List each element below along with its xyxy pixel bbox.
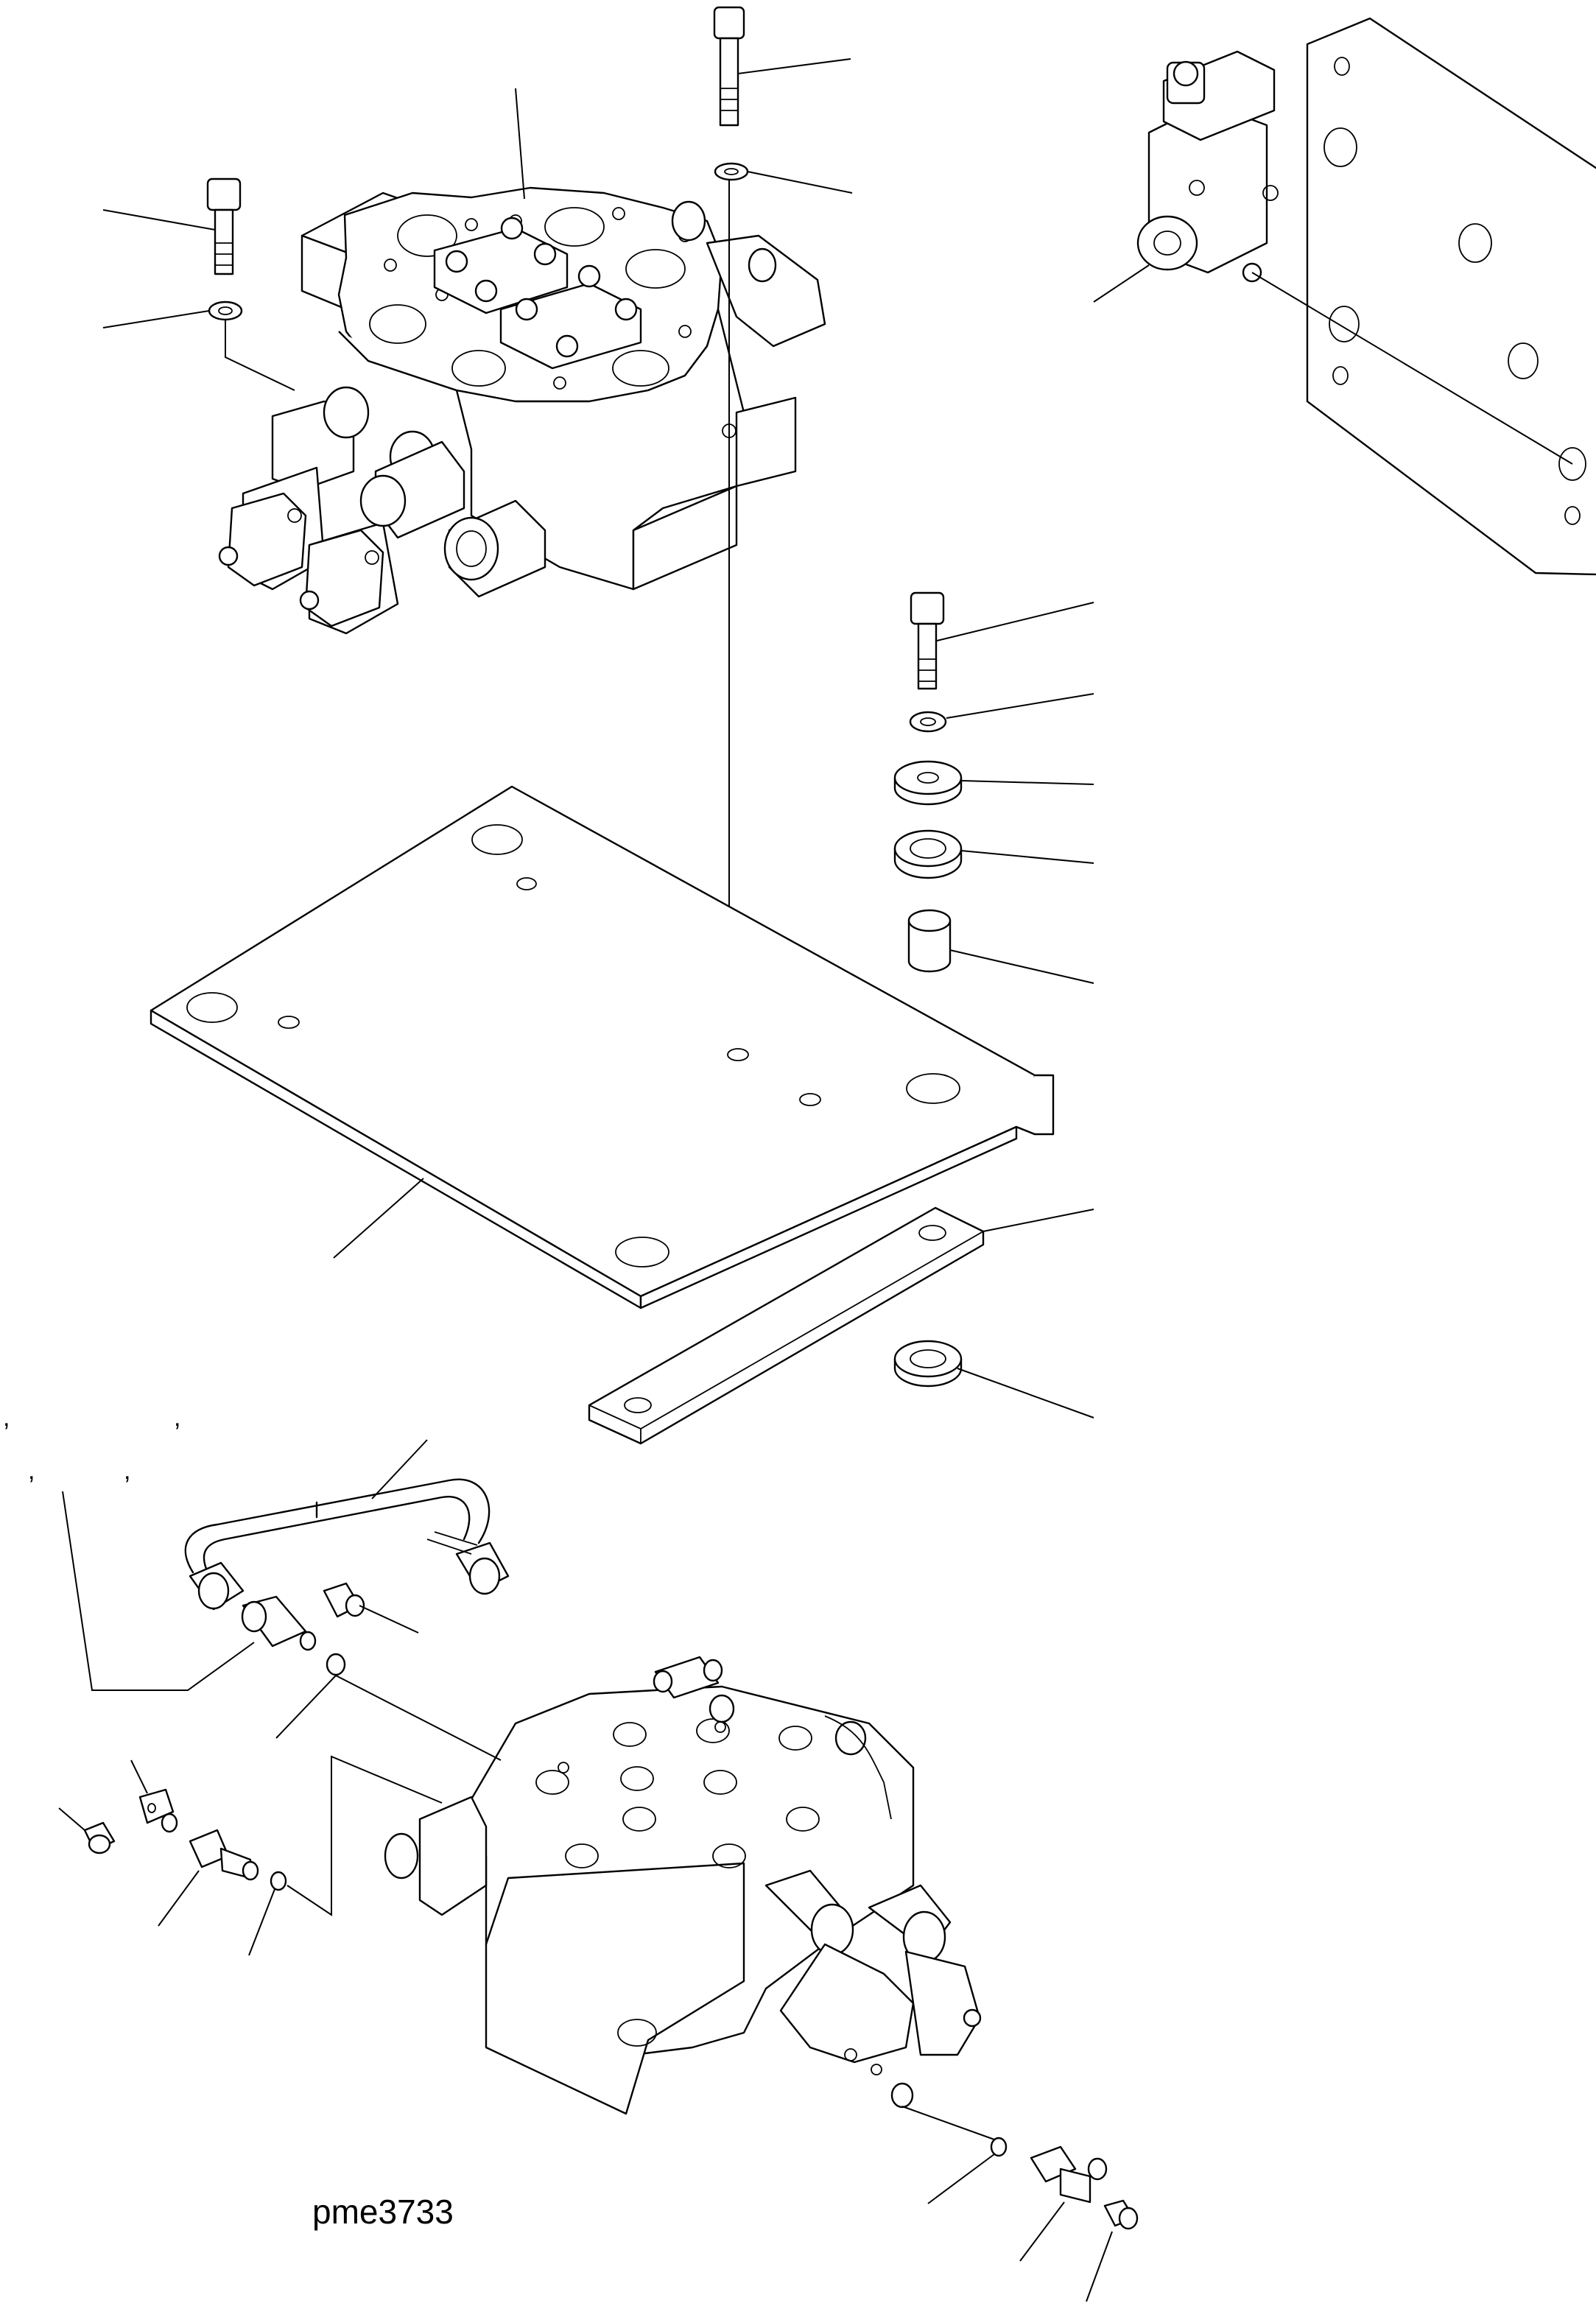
check-valve-fitting — [241, 1595, 317, 1651]
rubber-mount — [893, 829, 963, 879]
bolt-left — [206, 177, 242, 275]
o-ring-upper — [326, 1653, 346, 1676]
callout-mark-1: , — [3, 1404, 10, 1432]
o-ring-left — [270, 1871, 287, 1891]
assembly-line-oring-left — [286, 1755, 443, 1916]
washer-small — [909, 711, 947, 733]
control-valve-bottom — [384, 1656, 982, 2115]
mounting-plate-right — [1306, 17, 1596, 576]
plug-fitting-left — [83, 1821, 116, 1854]
washer-flat — [893, 760, 963, 806]
assembly-line-solenoid — [1251, 272, 1573, 465]
plug-fitting-right — [1103, 2199, 1139, 2230]
elbow-fitting-left — [189, 1829, 259, 1881]
callout-mark-2: , — [174, 1404, 181, 1432]
tee-fitting-left — [138, 1788, 178, 1833]
assembly-line-oring-upper — [335, 1675, 502, 1761]
washer-left — [208, 300, 243, 321]
elbow-fitting-right — [1030, 2145, 1108, 2204]
hydraulic-tube — [184, 1478, 510, 1611]
washer-top-center — [714, 162, 749, 181]
bolt-top-center — [713, 6, 745, 127]
strap-plate — [588, 1206, 985, 1445]
callout-mark-4: , — [124, 1457, 131, 1485]
solenoid-valve — [1136, 50, 1279, 283]
o-ring-right — [990, 2137, 1008, 2157]
spacer-collar — [907, 909, 952, 973]
callout-mark-3: , — [28, 1457, 35, 1485]
washer-lower — [893, 1340, 963, 1388]
bolt-right — [910, 591, 945, 690]
base-plate — [150, 785, 1055, 1309]
plug-fitting-upper — [323, 1582, 365, 1618]
assembly-line-oring-right — [901, 2106, 995, 2140]
main-control-valve-top — [218, 186, 826, 635]
figure-id-label: pme3733 — [312, 2193, 454, 2231]
leader-lines — [58, 58, 1150, 2302]
